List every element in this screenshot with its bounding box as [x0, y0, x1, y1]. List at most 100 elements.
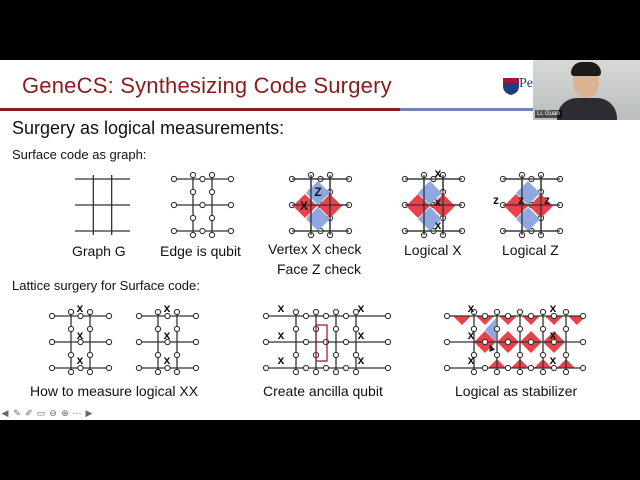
qubit-node	[470, 368, 478, 376]
caption-vertex-x-check: Vertex X check	[268, 241, 362, 257]
qubit-node	[227, 227, 235, 235]
qubit-node	[192, 312, 200, 320]
slide: GeneCS: Synthesizing Code Surgery Pe Sur…	[0, 60, 640, 420]
logical-x-label: x	[278, 328, 285, 342]
qubit-node	[189, 171, 197, 179]
qubit-node	[332, 325, 340, 333]
title-rule-blue	[400, 108, 640, 111]
zoom-out-icon[interactable]: ⊖	[49, 408, 57, 418]
qubit-node	[227, 201, 235, 209]
qubit-node	[292, 368, 300, 376]
qubit-node	[342, 364, 350, 372]
qubit-node	[384, 338, 392, 346]
qubit-node	[322, 338, 330, 346]
zoom-in-icon[interactable]: ⊕	[61, 408, 69, 418]
caption-create-ancilla: Create ancilla qubit	[263, 383, 383, 399]
qubit-node	[481, 364, 489, 372]
pen-icon[interactable]: ✎	[13, 408, 21, 418]
logical-x-label: x	[435, 195, 442, 209]
qubit-node	[67, 325, 75, 333]
qubit-node	[352, 325, 360, 333]
arrow-left-icon[interactable]: ◀	[1, 408, 9, 418]
qubit-node	[105, 312, 113, 320]
qubit-node	[154, 325, 162, 333]
qubit-node	[443, 338, 451, 346]
qubit-node	[170, 201, 178, 209]
qubit-node	[292, 308, 300, 316]
z-check-label: Z	[314, 185, 321, 199]
qubit-node	[48, 364, 56, 372]
qubit-node	[562, 368, 570, 376]
qubit-node	[579, 364, 587, 372]
logical-x-label: x	[164, 301, 171, 315]
qubit-node	[262, 364, 270, 372]
qubit-node	[550, 364, 558, 372]
qubit-node	[292, 351, 300, 359]
qubit-node	[208, 231, 216, 239]
qubit-node	[77, 364, 84, 372]
logical-x-label: x	[550, 328, 557, 342]
qubit-node	[105, 364, 113, 372]
slide-heading: Surgery as logical measurements:	[12, 118, 285, 138]
z-check-face	[545, 316, 563, 325]
qubit-node	[539, 325, 547, 333]
qubit-node	[77, 312, 84, 320]
qubit-node	[262, 312, 270, 320]
speaker-body	[557, 98, 617, 120]
qubit-node	[539, 368, 547, 376]
qubit-node	[516, 308, 524, 316]
qubit-node	[292, 325, 300, 333]
logical-x-label: x	[358, 301, 365, 315]
qubit-node	[48, 312, 56, 320]
arrow-right-icon[interactable]: ▶	[85, 408, 93, 418]
qubit-node	[470, 325, 478, 333]
qubit-node	[550, 312, 558, 320]
qubit-node	[192, 338, 200, 346]
university-shield-logo	[503, 78, 519, 95]
qubit-node	[189, 188, 197, 196]
qubit-node	[67, 351, 75, 359]
qubit-node	[527, 364, 535, 372]
qubit-node	[67, 308, 75, 316]
menu-icon[interactable]: ⋯	[72, 408, 82, 418]
qubit-node	[579, 312, 587, 320]
qubit-node	[504, 312, 512, 320]
qubit-node	[189, 214, 197, 222]
speaker-name-tag: Li, Guan	[535, 110, 562, 118]
logical-z-label: z	[518, 193, 524, 207]
qubit-node	[208, 188, 216, 196]
logical-x-label: x	[358, 353, 365, 367]
qubit-node	[173, 351, 181, 359]
highlighter-icon[interactable]: ✐	[25, 408, 33, 418]
qubit-node	[199, 201, 206, 209]
logical-x-label: x	[468, 328, 475, 342]
qubit-node	[302, 364, 310, 372]
qubit-node	[352, 308, 360, 316]
qubit-node	[493, 325, 501, 333]
speaker-hair	[571, 62, 601, 76]
qubit-node	[164, 364, 171, 372]
qubit-node	[302, 312, 310, 320]
x-check-vertex	[485, 318, 496, 342]
logical-x-label: x	[164, 328, 171, 342]
speaker-video-thumbnail[interactable]: Li, Guan	[533, 60, 640, 120]
logical-x-label: x	[435, 166, 442, 180]
qubit-node	[493, 351, 501, 359]
logical-x-label: x	[358, 328, 365, 342]
qubit-node	[86, 308, 94, 316]
qubit-node	[516, 368, 524, 376]
qubit-node	[164, 312, 171, 320]
x-check-vertex	[306, 181, 330, 205]
presentation-icon[interactable]: ▭	[36, 408, 46, 418]
qubit-node	[48, 338, 56, 346]
qubit-node	[493, 368, 501, 376]
qubit-node	[77, 338, 84, 346]
qubit-node	[527, 338, 535, 346]
title-rule-red	[0, 108, 400, 111]
qubit-node	[302, 338, 310, 346]
logical-x-label: x	[77, 328, 84, 342]
qubit-node	[342, 338, 350, 346]
logical-x-label: x	[77, 301, 84, 315]
qubit-node	[164, 338, 171, 346]
logical-x-label: x	[468, 301, 475, 315]
